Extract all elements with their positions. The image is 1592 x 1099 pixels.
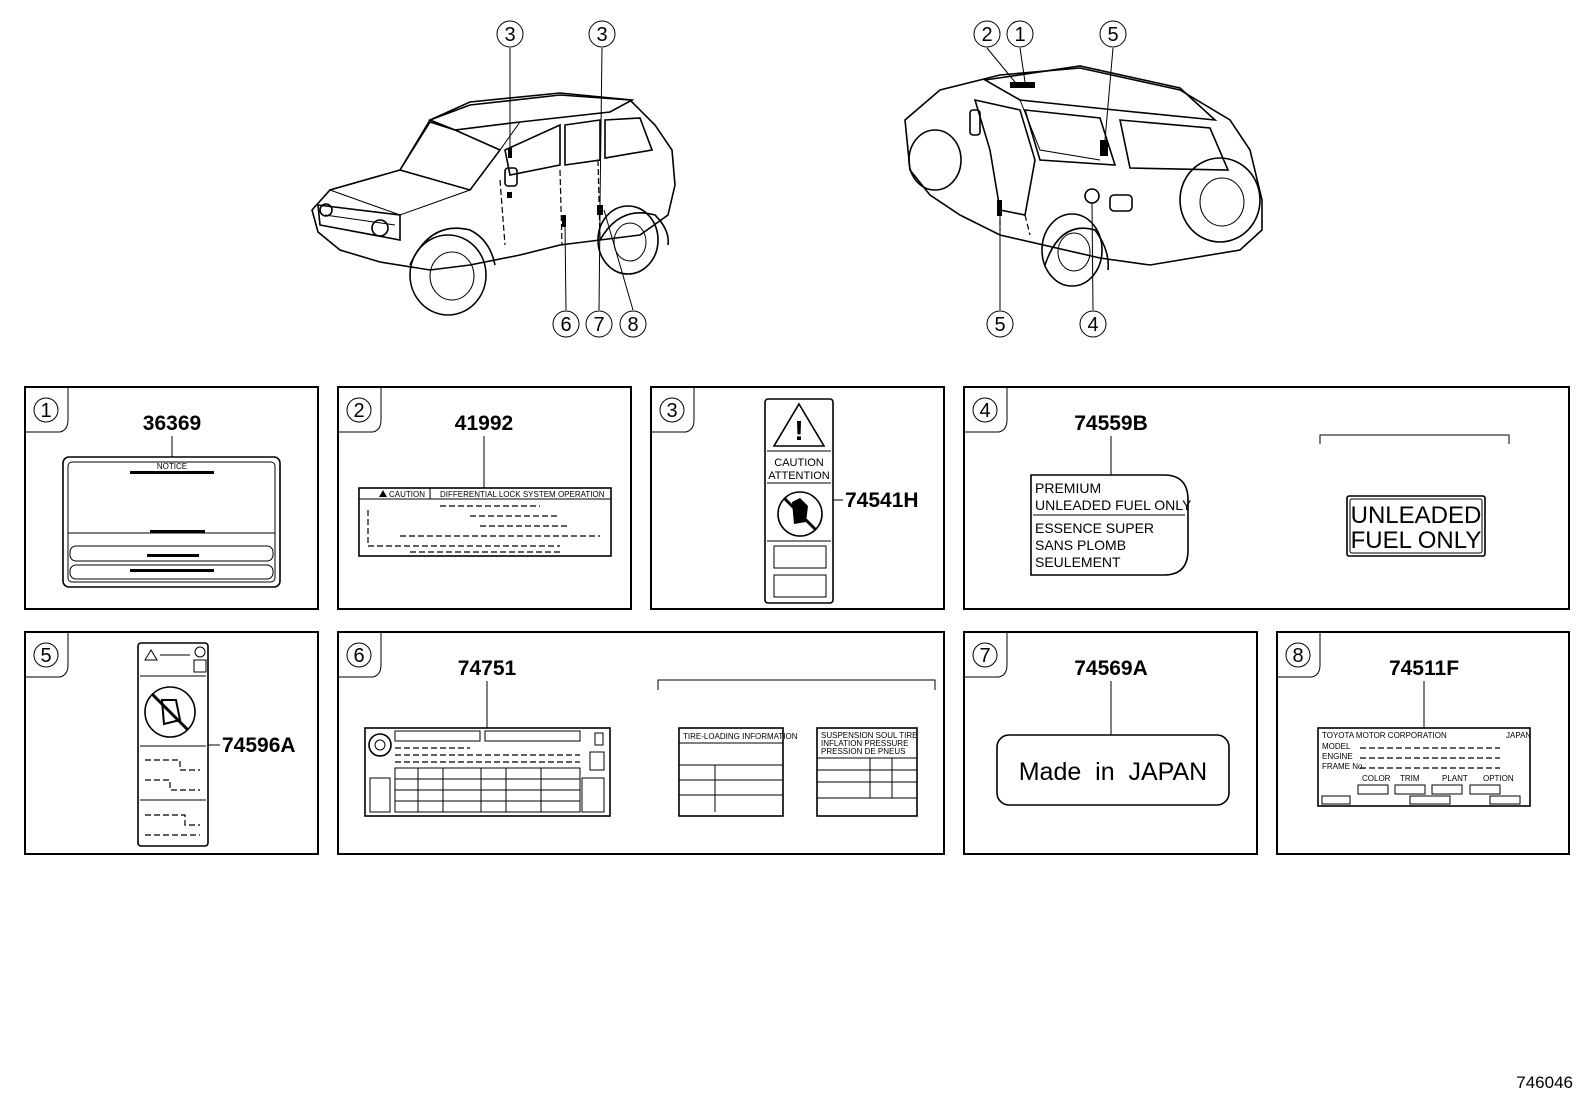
diagram-code: 746046 <box>1516 1073 1573 1092</box>
panel-4-label-b-line1: UNLEADED <box>1351 502 1482 529</box>
panel-4-label-b-line2: FUEL ONLY <box>1351 527 1482 554</box>
panel-4-callout: 4 <box>979 400 990 422</box>
panel-4-label-a-line4: SANS PLOMB <box>1035 537 1126 553</box>
panel-3-caution: CAUTION <box>774 457 824 469</box>
callout-5a: 5 <box>1107 24 1118 46</box>
panel-8: 8 74511F TOYOTA MOTOR CORPORATION JAPAN … <box>1276 631 1570 855</box>
panel-8-suffix: JAPAN <box>1506 731 1531 740</box>
panel-8-row-option: OPTION <box>1483 774 1514 783</box>
panel-3-part-number: 74541H <box>845 489 919 512</box>
panel-3: 3 ! CAUTION ATTENTION 74541H <box>650 386 945 610</box>
panel-8-row-frame: FRAME No. <box>1322 762 1365 771</box>
callout-2: 2 <box>981 24 992 46</box>
panel-8-row-trim: TRIM <box>1400 774 1420 783</box>
panel-7: 7 74569A Made in JAPAN <box>963 631 1258 855</box>
panel-8-part-number: 74511F <box>1389 657 1459 680</box>
panel-2-caution: CAUTION <box>389 490 425 499</box>
callout-7: 7 <box>593 314 604 336</box>
callouts-top: 3 3 6 7 8 2 1 5 5 4 <box>496 20 1127 338</box>
panel-4: 4 74559B PREMIUM UNLEADED FUEL ONLY ESSE… <box>963 386 1570 610</box>
vehicle-rear-view <box>904 47 1263 311</box>
panel-6-label-c-line1: SUSPENSION SOUL TIRE <box>821 731 917 740</box>
panel-2: 2 41992 CAUTION DIFFERENTIAL LOCK SYSTEM… <box>337 386 632 610</box>
panel-3-callout: 3 <box>666 400 677 422</box>
panel-6: 6 74751 TIRE-LOADING INFORMATION <box>337 631 945 855</box>
panel-7-part-number: 74569A <box>1074 657 1148 680</box>
panel-8-row-color: COLOR <box>1362 774 1391 783</box>
panel-8-row-model: MODEL <box>1322 742 1351 751</box>
panel-8-row-plant: PLANT <box>1442 774 1468 783</box>
panel-1: 1 36369 NOTICE <box>24 386 319 610</box>
panel-7-label-text: Made in JAPAN <box>1019 758 1208 786</box>
panel-8-title: TOYOTA MOTOR CORPORATION <box>1322 731 1447 740</box>
panel-4-label-a-line2: UNLEADED FUEL ONLY <box>1035 497 1192 513</box>
panel-1-label-text: NOTICE <box>157 462 187 471</box>
panel-6-callout: 6 <box>353 645 364 667</box>
panel-5-callout: 5 <box>40 645 51 667</box>
panel-8-callout: 8 <box>1292 645 1303 667</box>
panel-7-callout: 7 <box>979 645 990 667</box>
panel-1-part-number: 36369 <box>143 412 201 435</box>
panel-2-callout: 2 <box>353 400 364 422</box>
panel-1-callout: 1 <box>40 400 51 422</box>
panel-4-label-a-line1: PREMIUM <box>1035 480 1101 496</box>
panel-4-label-a-line5: SEULEMENT <box>1035 554 1121 570</box>
panel-6-label-c-line2: INFLATION PRESSURE <box>821 739 908 748</box>
panel-3-attention: ATTENTION <box>768 470 830 482</box>
callout-1: 1 <box>1014 24 1025 46</box>
panel-2-title: DIFFERENTIAL LOCK SYSTEM OPERATION <box>440 490 605 499</box>
panel-8-row-engine: ENGINE <box>1322 752 1353 761</box>
callout-5b: 5 <box>994 314 1005 336</box>
panel-5: 5 74596A <box>24 631 319 855</box>
callout-4: 4 <box>1087 314 1098 336</box>
callout-8: 8 <box>627 314 638 336</box>
svg-text:!: ! <box>794 415 803 446</box>
callout-6: 6 <box>560 314 571 336</box>
panel-6-label-c-line3: PRESSION DE PNEUS <box>821 747 905 756</box>
panel-6-part-number: 74751 <box>458 657 517 680</box>
panel-2-part-number: 41992 <box>455 412 513 435</box>
vehicle-front-view <box>311 47 676 316</box>
panel-5-part-number: 74596A <box>222 734 296 757</box>
panel-4-part-number: 74559B <box>1074 412 1148 435</box>
callout-3a: 3 <box>504 24 515 46</box>
panel-4-label-a-line3: ESSENCE SUPER <box>1035 520 1154 536</box>
panel-6-label-b-title: TIRE-LOADING INFORMATION <box>683 732 798 741</box>
callout-3b: 3 <box>596 24 607 46</box>
